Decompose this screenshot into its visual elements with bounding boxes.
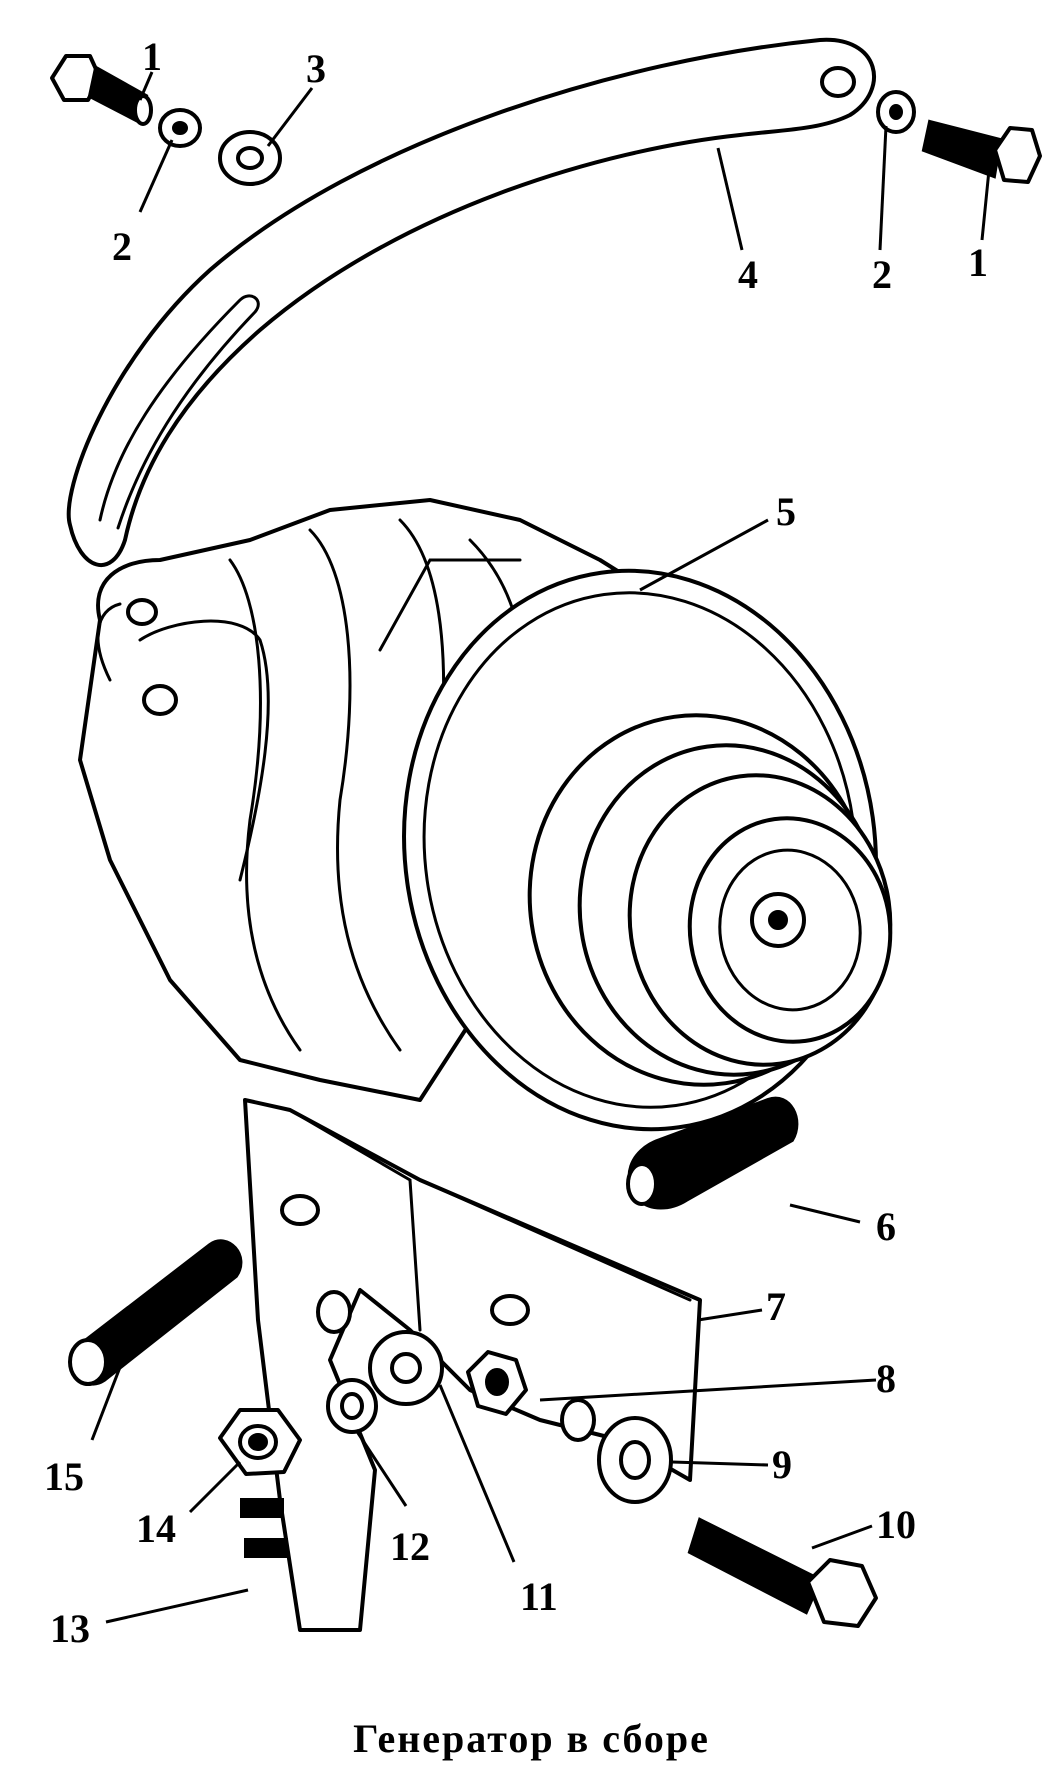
diagram-caption: Генератор в сборе bbox=[353, 1716, 710, 1761]
callout-4: 4 bbox=[738, 252, 758, 297]
stud-15 bbox=[68, 1239, 243, 1386]
callout-2-top-left: 2 bbox=[112, 224, 132, 269]
callout-14: 14 bbox=[136, 1506, 176, 1551]
nut-14 bbox=[218, 1408, 302, 1476]
callout-9: 9 bbox=[772, 1442, 792, 1487]
callout-12: 12 bbox=[390, 1524, 430, 1569]
callout-5: 5 bbox=[776, 489, 796, 534]
spring-washer-12 bbox=[326, 1378, 378, 1434]
pulley bbox=[527, 713, 893, 1087]
stud-13 bbox=[240, 1498, 288, 1558]
callout-11: 11 bbox=[520, 1574, 558, 1619]
callout-7: 7 bbox=[766, 1284, 786, 1329]
callout-6: 6 bbox=[876, 1204, 896, 1249]
stud-right bbox=[626, 1096, 799, 1210]
bolt-10 bbox=[687, 1517, 878, 1628]
nut-8 bbox=[466, 1350, 528, 1416]
flat-washer-top-left bbox=[218, 130, 282, 186]
spacer-9 bbox=[597, 1416, 673, 1504]
callout-1-top-left: 1 bbox=[142, 34, 162, 79]
bolt-top-right bbox=[921, 119, 1042, 184]
callout-1-top-right: 1 bbox=[968, 240, 988, 285]
callout-2-top-right: 2 bbox=[872, 252, 892, 297]
callout-3: 3 bbox=[306, 46, 326, 91]
callout-13: 13 bbox=[50, 1606, 90, 1651]
leader-lines bbox=[90, 71, 992, 1624]
bolt-top-left bbox=[50, 54, 153, 126]
spring-washer-top-left bbox=[158, 108, 202, 148]
callout-15: 15 bbox=[44, 1454, 84, 1499]
callout-labels: 1 2 3 4 2 1 5 6 7 8 9 10 11 12 13 14 15 bbox=[44, 34, 988, 1651]
callout-8: 8 bbox=[876, 1356, 896, 1401]
callout-10: 10 bbox=[876, 1502, 916, 1547]
adjusting-bar bbox=[66, 37, 876, 568]
flat-washer-11 bbox=[368, 1330, 444, 1406]
spring-washer-top-right bbox=[876, 90, 916, 134]
